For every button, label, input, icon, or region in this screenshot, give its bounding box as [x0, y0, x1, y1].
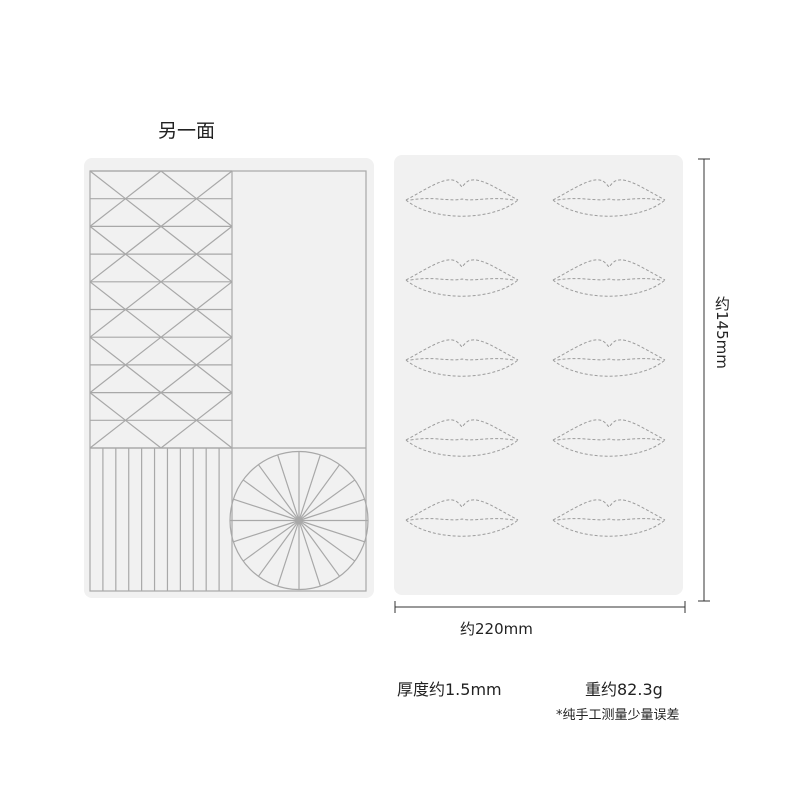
lip-outline-3 — [405, 259, 519, 297]
thickness-spec: 厚度约1.5mm — [397, 680, 502, 699]
lip-practice-pad — [394, 155, 683, 595]
other-side-title: 另一面 — [158, 120, 216, 142]
measurement-note: *纯手工测量少量误差 — [556, 708, 680, 723]
geometric-lines — [89, 170, 369, 592]
lip-outline-9 — [405, 499, 519, 537]
height-dimension-line — [698, 158, 710, 602]
width-dimension-label: 约220mm — [460, 620, 533, 638]
lip-outline-8 — [552, 419, 666, 457]
lip-outline-1 — [405, 179, 519, 217]
lip-outline-grid — [405, 179, 666, 537]
lip-outline-7 — [405, 419, 519, 457]
lip-outline-6 — [552, 339, 666, 377]
lip-outline-10 — [552, 499, 666, 537]
lip-outline-2 — [552, 179, 666, 217]
lip-outline-4 — [552, 259, 666, 297]
width-dimension-line — [394, 601, 686, 613]
height-dimension-label: 约145mm — [713, 296, 731, 369]
geometric-grid-graphic — [89, 170, 369, 592]
geometric-practice-pad — [84, 158, 374, 598]
weight-spec: 重约82.3g — [585, 680, 663, 699]
lip-outline-5 — [405, 339, 519, 377]
